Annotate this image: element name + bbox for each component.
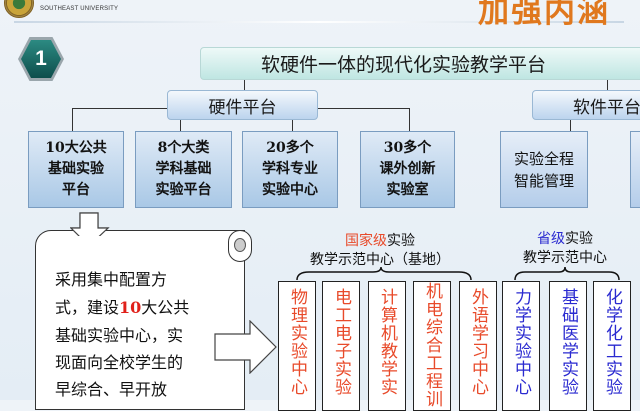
university-logo (4, 0, 34, 18)
connector (409, 108, 410, 131)
scroll-text-line: 采用集中配置方 (55, 270, 168, 289)
connector (72, 108, 73, 131)
national-center-2: 电工电子实验 (322, 281, 360, 411)
slide-title: 加强内涵 (478, 0, 610, 30)
connector (607, 80, 608, 90)
hardware-item-2: 8个大类学科基础实验平台 (135, 131, 232, 208)
provincial-center-heading: 省级实验 (537, 231, 593, 247)
provincial-center-1: 力学实验中心 (502, 281, 540, 411)
hardware-label: 硬件平台 (208, 97, 277, 118)
hardware-item-4: 30多个课外创新实验室 (360, 131, 455, 208)
software-item-2 (630, 131, 640, 208)
hardware-platform-box: 硬件平台 (167, 90, 318, 120)
national-center-subheading: 教学示范中心（基地） (310, 252, 450, 268)
connector (570, 120, 571, 131)
university-name: SOUTHEAST UNIVERSITY (40, 6, 119, 12)
provincial-center-3: 化学化工实验 (593, 281, 631, 411)
national-center-heading: 国家级实验 (345, 233, 415, 249)
hardware-item-1: 10大公共基础实验平台 (28, 131, 124, 208)
scroll-text-line: 式，建设10大公共 (55, 298, 190, 317)
scroll-curl-inner (234, 238, 246, 252)
right-arrow-icon (214, 320, 277, 374)
provincial-center-2: 基础医学实验 (549, 281, 587, 411)
connector (244, 80, 245, 90)
software-label: 软件平台 (573, 97, 640, 118)
hardware-item-3: 20多个学科专业实验中心 (242, 131, 338, 208)
connector (180, 120, 181, 131)
software-platform-box: 软件平台 (532, 90, 640, 120)
scroll-text-line: 现面向全校学生的 (55, 353, 184, 372)
header-divider (14, 21, 624, 23)
software-item-1: 实验全程智能管理 (500, 131, 588, 208)
root-platform-box: 软硬件一体的现代化实验教学平台 (200, 47, 640, 80)
provincial-brace (514, 266, 620, 281)
provincial-center-subheading: 教学示范中心 (523, 250, 607, 266)
connector (292, 120, 293, 131)
national-center-4: 机电综合工程训 (413, 281, 451, 411)
root-label: 软硬件一体的现代化实验教学平台 (261, 54, 547, 76)
down-arrow-overlay (70, 212, 110, 236)
scroll-text-line: 早综合、早开放 (55, 380, 168, 399)
national-brace (296, 266, 472, 281)
scroll-text-line: 基础实验中心，实 (55, 326, 184, 345)
national-center-5: 外语学习中心 (459, 281, 497, 411)
national-center-3: 计算机教学实 (368, 281, 406, 411)
national-center-1: 物理实验中心 (278, 281, 316, 411)
